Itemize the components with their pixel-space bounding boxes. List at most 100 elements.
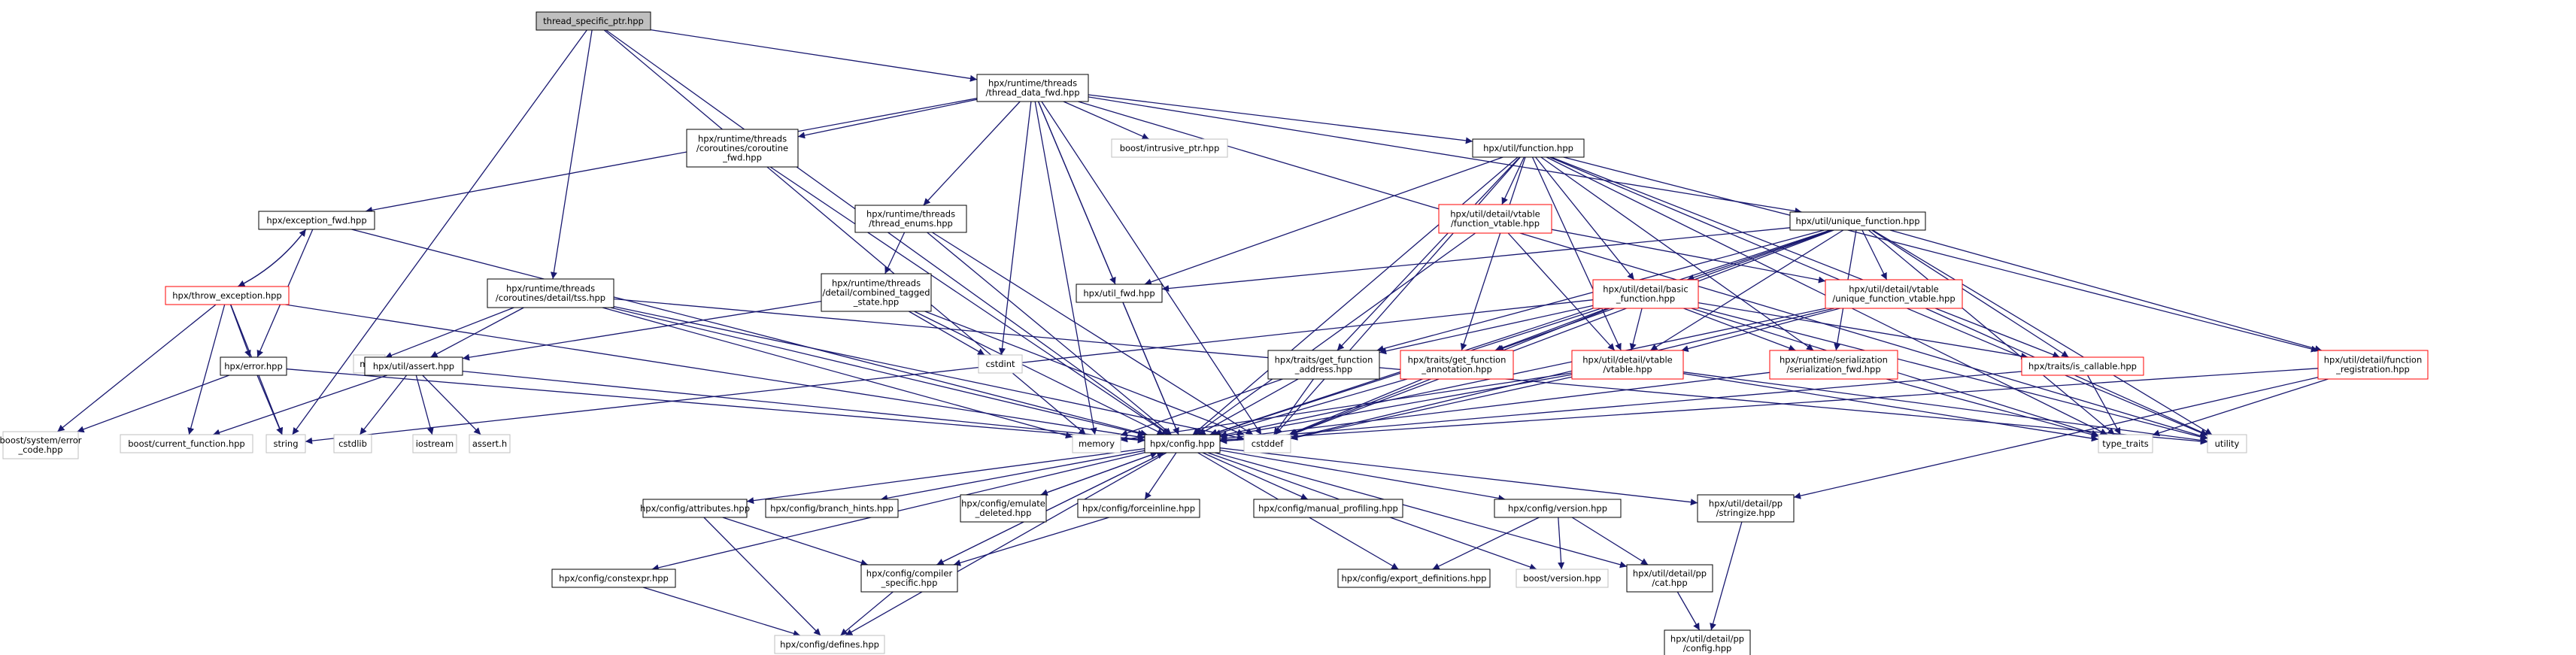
node-box [2021,356,2144,376]
node-label: /serialization_fwd.hpp [1786,364,1880,375]
edge-cathpp-to-ppconfig [1676,591,1701,631]
node-box [2317,350,2429,380]
edge-constexpr-to-defines [642,587,801,637]
node-typetraits: type_traits [2098,434,2153,453]
edge-config-to-defines [845,452,1167,636]
node-label: boost/version.hpp [1523,573,1601,584]
node-assert[interactable]: hpx/util/assert.hpp [364,356,463,376]
node-intrusive: boost/intrusive_ptr.hpp [1111,138,1228,158]
node-label: hpx/throw_exception.hpp [172,290,281,301]
node-label: hpx/config/defines.hpp [780,639,879,650]
edge-uniqvtable-to-cstddef [1290,308,1834,440]
node-funcreg[interactable]: hpx/util/detail/function_registration.hp… [2317,350,2429,380]
node-branchhints[interactable]: hpx/config/branch_hints.hpp [765,499,899,518]
node-root[interactable]: thread_specific_ptr.hpp [536,11,651,31]
node-cathpp[interactable]: hpx/util/detail/pp/cat.hpp [1626,564,1713,593]
edge-attributes-to-defines [703,517,821,636]
node-label: hpx/config.hpp [1150,438,1215,449]
node-label: /detail/combined_tagged [822,287,930,298]
node-label: /thread_enums.hpp [869,218,953,229]
node-ppconfig[interactable]: hpx/util/detail/pp/config.hpp [1664,629,1751,655]
node-defines: hpx/config/defines.hpp [774,635,885,654]
edge-funcvtable-to-uniqvtable [1551,229,1826,284]
node-box [1400,350,1514,380]
node-throwexc[interactable]: hpx/throw_exception.hpp [165,286,290,305]
node-utilfwd[interactable]: hpx/util_fwd.hpp [1076,284,1163,303]
node-box [333,434,372,453]
edge-corofwd-to-config [769,166,1170,435]
edge-function-to-funcvtable [1501,156,1525,205]
edge-assert-to-iostream [415,375,434,435]
node-label: _address.hpp [1294,364,1352,375]
edge-tdfwd-to-memory [1034,101,1097,435]
node-label: boost/current_function.hpp [128,438,245,449]
node-getfuncann[interactable]: hpx/traits/get_function_annotation.hpp [1400,350,1514,380]
edge-uniquefunc-to-funcreg [1889,229,2323,352]
edge-iscallable-to-typetraits [2087,375,2121,435]
node-stringize[interactable]: hpx/util/detail/pp/stringize.hpp [1697,494,1795,523]
node-combined[interactable]: hpx/runtime/threads/detail/combined_tagg… [821,273,932,312]
edge-config-to-cathpp [1215,452,1628,569]
node-funcvtable[interactable]: hpx/util/detail/vtable/function_vtable.h… [1438,204,1552,234]
node-config[interactable]: hpx/config.hpp [1144,434,1221,453]
edge-function-to-getfuncann [1460,156,1526,351]
node-tss[interactable]: hpx/runtime/threads/coroutines/detail/ts… [487,278,614,308]
edge-threnums-to-config [927,232,1172,435]
node-label: hpx/config/emulate [961,499,1045,509]
node-version[interactable]: hpx/config/version.hpp [1494,499,1622,518]
node-attributes[interactable]: hpx/config/attributes.hpp [640,499,750,518]
node-errorhpp[interactable]: hpx/error.hpp [220,356,287,376]
edge-vtable-to-config [1219,374,1573,439]
node-threnums[interactable]: hpx/runtime/threads/thread_enums.hpp [854,205,967,233]
node-iscallable[interactable]: hpx/traits/is_callable.hpp [2021,356,2144,376]
node-label: /function_vtable.hpp [1451,218,1540,229]
node-label: hpx/util/detail/basic [1603,284,1688,295]
edge-root-to-tdfwd [650,29,978,82]
node-corofwd[interactable]: hpx/runtime/threads/coroutines/coroutine… [686,129,799,168]
node-tdfwd[interactable]: hpx/runtime/threads/thread_data_fwd.hpp [976,74,1089,102]
node-manualprof[interactable]: hpx/config/manual_profiling.hpp [1253,499,1403,518]
edge-assert-to-asserth [422,375,481,435]
dependency-edges [56,29,2329,637]
edge-assert-to-config [462,370,1145,443]
node-label: hpx/util_fwd.hpp [1083,288,1154,299]
node-label: string [273,438,298,449]
edge-stringize-to-ppconfig [1710,521,1743,631]
edge-function-to-config [1192,156,1519,435]
node-box [120,434,253,453]
edge-iscallable-to-config [1219,371,2022,444]
node-vtable[interactable]: hpx/util/detail/vtable/vtable.hpp [1571,350,1684,380]
node-box [165,286,290,305]
node-cstddef: cstddef [1243,434,1291,453]
node-constexpr[interactable]: hpx/config/constexpr.hpp [551,569,676,588]
edge-combined-to-assert [462,300,822,361]
node-label: hpx/runtime/serialization [1780,355,1888,365]
node-emulatedel[interactable]: hpx/config/emulate_deleted.hpp [960,494,1047,523]
node-box [1144,434,1221,453]
edge-vtable-to-cstddef [1290,376,1573,441]
edge-version-to-exportdefs [1432,517,1540,570]
node-uniquefunc[interactable]: hpx/util/unique_function.hpp [1789,211,1926,231]
node-basicfunc[interactable]: hpx/util/detail/basic_function.hpp [1592,279,1699,309]
edge-vtable-to-typetraits [1682,373,2099,442]
node-curfunc: boost/current_function.hpp [120,434,253,453]
edge-function-to-utilfwd [1144,156,1503,286]
node-exportdefs[interactable]: hpx/config/export_definitions.hpp [1337,569,1491,588]
edge-basicfunc-to-serfwd [1683,308,1796,352]
node-function[interactable]: hpx/util/function.hpp [1472,138,1585,158]
node-forceinline[interactable]: hpx/config/forceinline.hpp [1077,499,1200,518]
node-box [1072,434,1121,453]
node-cstdint: cstdint [978,354,1023,374]
node-label: hpx/runtime/threads [698,133,787,144]
node-label: hpx/config/attributes.hpp [640,503,750,514]
node-compspecific[interactable]: hpx/config/compiler_specific.hpp [860,564,958,593]
node-excfwd[interactable]: hpx/exception_fwd.hpp [258,211,375,230]
edge-config-to-stringize [1219,447,1698,506]
edge-throwexc-to-config [285,304,1145,441]
node-getfuncaddr[interactable]: hpx/traits/get_function_address.hpp [1267,350,1380,380]
node-label: /cat.hpp [1652,578,1687,588]
node-serfwd[interactable]: hpx/runtime/serialization/serialization_… [1769,350,1898,380]
edge-function-to-iscallable [1551,156,2060,358]
node-uniqvtable[interactable]: hpx/util/detail/vtable/unique_function_v… [1825,279,1963,309]
node-memory: memory [1072,434,1121,453]
